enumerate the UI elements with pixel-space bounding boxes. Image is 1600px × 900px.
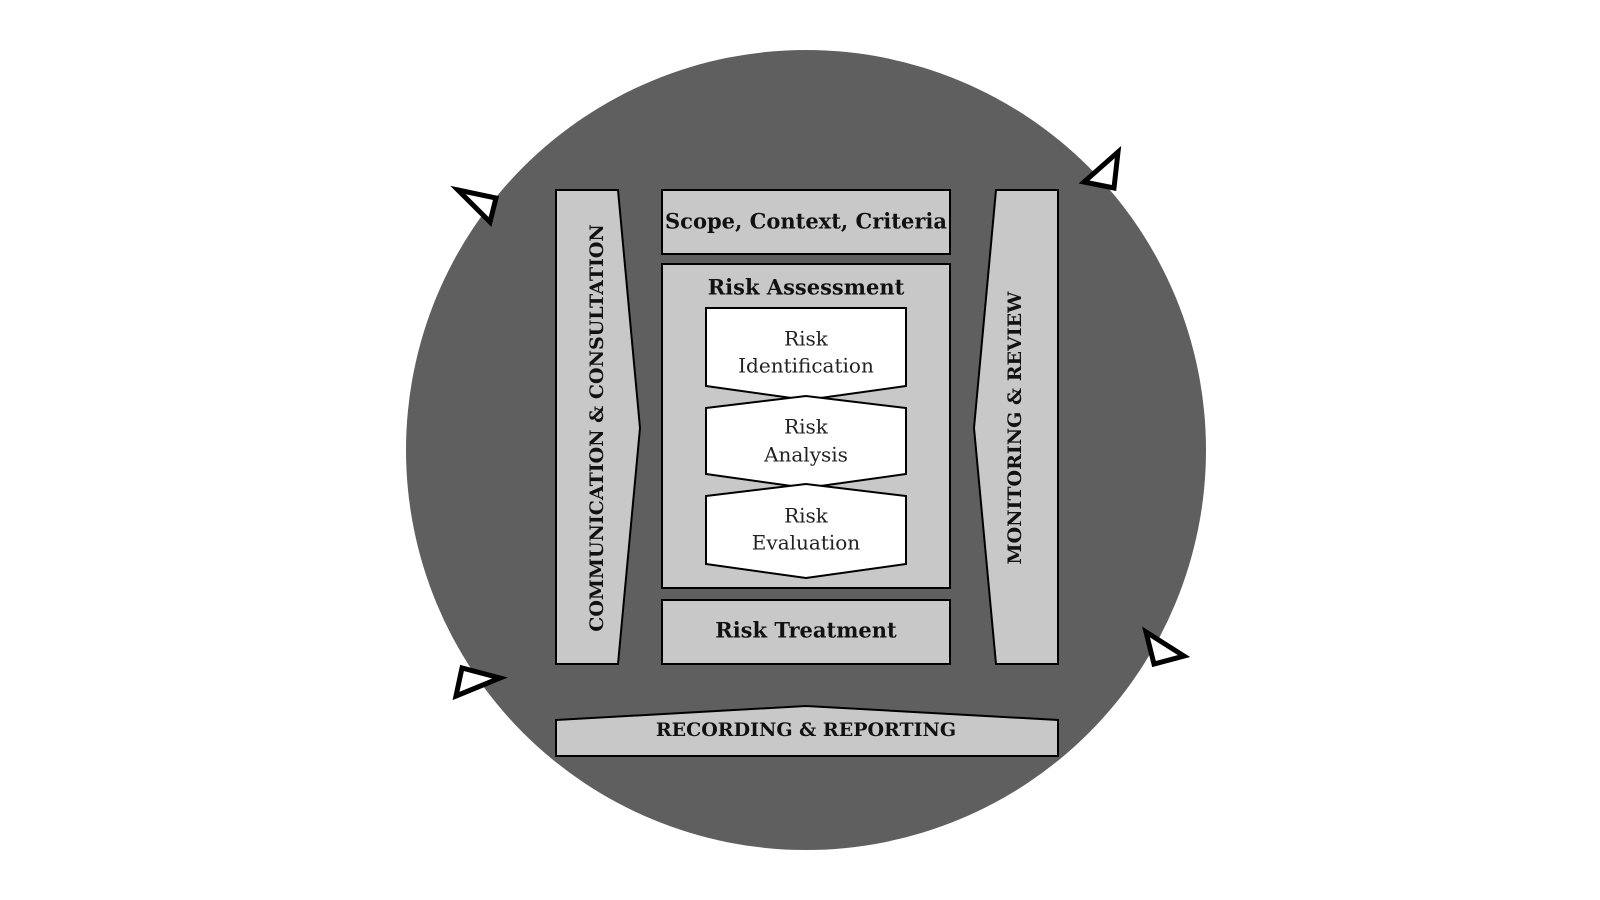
triangle-arrow-icon (1142, 626, 1191, 668)
step-line1: Risk (784, 327, 829, 351)
triangle-arrow-icon (1078, 145, 1122, 191)
step-line1: Risk (784, 415, 829, 439)
risk-assessment-title: Risk Assessment (708, 275, 905, 300)
step-line1: Risk (784, 504, 829, 528)
cycle-arrow-bottom-left (452, 664, 508, 701)
recording-reporting-panel: RECORDING & REPORTING (555, 704, 1059, 757)
step-chevron-shape (705, 394, 907, 490)
communication-consultation-panel: COMMUNICATION & CONSULTATION (555, 189, 642, 665)
step-risk-identification: Risk Identification (705, 307, 907, 402)
step-chevron-shape (705, 482, 907, 580)
risk-treatment-label: Risk Treatment (715, 618, 897, 643)
triangle-arrow-icon (452, 664, 508, 701)
cycle-arrow-top-left (450, 185, 500, 227)
scope-context-criteria-box: Scope, Context, Criteria (661, 189, 951, 255)
communication-label: COMMUNICATION & CONSULTATION (586, 224, 608, 632)
risk-treatment-shape (661, 599, 951, 665)
step-risk-analysis: Risk Analysis (705, 394, 907, 490)
risk-treatment-box: Risk Treatment (661, 599, 951, 665)
monitoring-label: MONITORING & REVIEW (1004, 291, 1026, 565)
risk-assessment-box: Risk Assessment Risk Identification Risk… (661, 263, 951, 589)
cycle-arrow-top-right (1078, 145, 1122, 191)
monitoring-arrow-shape (972, 189, 1059, 665)
scope-label: Scope, Context, Criteria (665, 209, 947, 234)
cycle-arrow-bottom-right (1142, 626, 1191, 668)
step-line2: Analysis (763, 443, 848, 467)
monitoring-review-panel: MONITORING & REVIEW (972, 189, 1059, 665)
step-line2: Identification (738, 354, 874, 378)
recording-label: RECORDING & REPORTING (656, 719, 956, 741)
recording-arrow-shape (555, 704, 1059, 757)
communication-arrow-shape (555, 189, 642, 665)
scope-box-shape (661, 189, 951, 255)
triangle-arrow-icon (450, 185, 500, 227)
step-line2: Evaluation (752, 531, 860, 555)
step-risk-evaluation: Risk Evaluation (705, 482, 907, 580)
step-chevron-shape (705, 307, 907, 402)
